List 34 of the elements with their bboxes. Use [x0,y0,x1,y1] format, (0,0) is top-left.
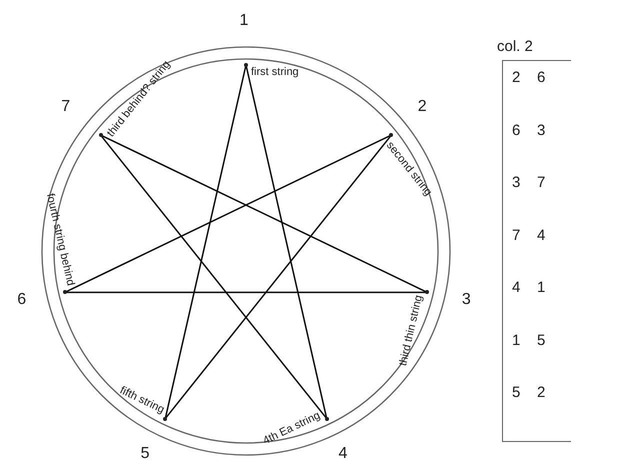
vertex-number: 4 [338,445,348,464]
star-line [100,134,428,294]
table-cell: 7 [512,226,520,244]
star-line [245,64,328,419]
table-cell: 5 [537,332,546,350]
star-line [64,134,392,294]
string-label: first string [251,66,299,78]
vertex-number: 6 [17,290,26,309]
table-cell: 4 [512,279,520,297]
table-cell: 3 [512,174,520,192]
table-cell: 2 [537,384,546,402]
table-cell: 6 [537,69,546,87]
table-cell: 1 [537,279,546,297]
vertex-number: 5 [140,445,150,464]
star-line [164,64,247,419]
vertex-number: 2 [418,98,427,116]
star-line [64,292,428,294]
string-label: 4th Ea string [260,409,322,447]
vertex-number: 7 [61,98,70,116]
table-cell: 2 [512,69,520,87]
star-line [100,134,328,420]
vertex-number: 3 [462,290,471,309]
table-cell: 7 [537,174,546,192]
table-cell: 1 [512,332,520,350]
column-header: col. 2 [497,38,533,56]
vertex-number: 1 [240,12,248,30]
table-cell: 3 [537,122,546,140]
string-label: fourth string behind [44,192,76,288]
table-cell: 5 [512,384,520,402]
string-label: third thin string [397,294,426,368]
table-cell: 4 [537,226,546,244]
table-cell: 6 [512,122,520,140]
star-line [164,134,392,420]
string-label: fifth string [118,384,166,416]
